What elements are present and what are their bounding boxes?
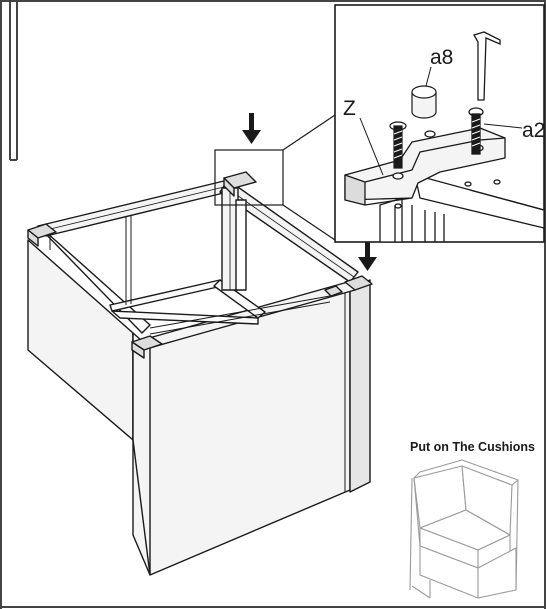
corner-bracket-left <box>27 223 57 247</box>
bottom-rail-front <box>111 310 259 325</box>
corner-bracket-mid <box>324 285 343 297</box>
detail-source-box <box>214 149 284 206</box>
corner-bracket-back <box>223 171 257 197</box>
inset-corner-bracket <box>344 127 506 201</box>
cushion-caption: Put on The Cushions <box>410 440 535 454</box>
bottom-rail-back <box>109 279 223 312</box>
cushion-chair-preview <box>409 459 519 599</box>
detail-callout <box>214 114 336 241</box>
front-panel-edge <box>349 279 371 493</box>
detail-inset: Z a8 a2 <box>334 4 545 243</box>
corner-bracket-right <box>344 275 373 291</box>
down-arrow-icon <box>358 240 377 271</box>
down-arrow-icon <box>242 113 261 144</box>
label-part-a2: a2 <box>522 119 545 142</box>
corner-bracket-front <box>131 335 163 359</box>
label-part-z: Z <box>343 97 356 120</box>
label-part-a8: a8 <box>430 46 453 69</box>
base-frame <box>27 171 373 576</box>
part-a8-cap <box>411 85 437 119</box>
part-a2-allen-key <box>468 31 501 155</box>
part-z-bolt <box>389 121 407 169</box>
